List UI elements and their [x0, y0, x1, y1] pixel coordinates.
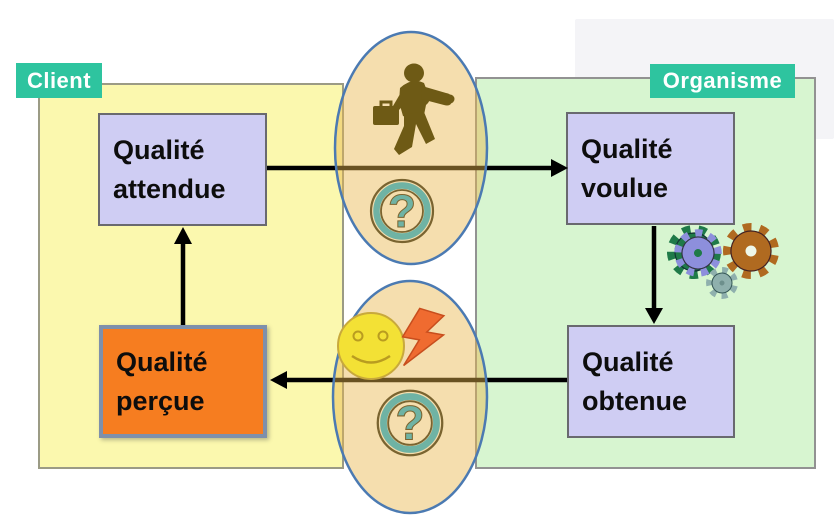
box-qualite-attendue: Qualité attendue: [98, 113, 267, 226]
arrow-voulue-to-obtenue: [645, 226, 663, 324]
client-zone-label-text: Client: [26, 67, 92, 93]
smiley-face-icon: [337, 312, 405, 380]
gear-purple: [674, 229, 722, 277]
question-mark-icon-top: [371, 180, 433, 242]
interface-ellipse-top: [333, 30, 489, 266]
box-qualite-obtenue: Qualité obtenue: [567, 325, 735, 438]
box-qualite-obtenue-label: Qualité obtenue: [582, 347, 687, 416]
box-qualite-percue: Qualité perçue: [99, 325, 267, 438]
gear-brown: [723, 223, 779, 279]
box-qualite-attendue-label: Qualité attendue: [113, 135, 226, 204]
question-mark-icon-bottom: [378, 391, 442, 455]
cycle-arrows: [174, 159, 663, 389]
lightning-bolt-icon: [401, 307, 446, 367]
businessman-icon: [373, 63, 455, 155]
organisme-zone-label: Organisme: [650, 64, 795, 98]
box-qualite-percue-label: Qualité perçue: [116, 347, 208, 416]
arrow-obtenue-to-percue: [270, 371, 567, 389]
box-qualite-voulue: Qualité voulue: [566, 112, 735, 225]
client-zone-label: Client: [16, 63, 102, 98]
gears-icon: [667, 223, 779, 299]
box-qualite-voulue-label: Qualité voulue: [581, 134, 673, 203]
organisme-zone-label-text: Organisme: [662, 68, 783, 93]
gear-small: [706, 267, 738, 299]
arrow-percue-to-attendue: [174, 227, 192, 325]
arrow-attendue-to-voulue: [267, 159, 568, 177]
